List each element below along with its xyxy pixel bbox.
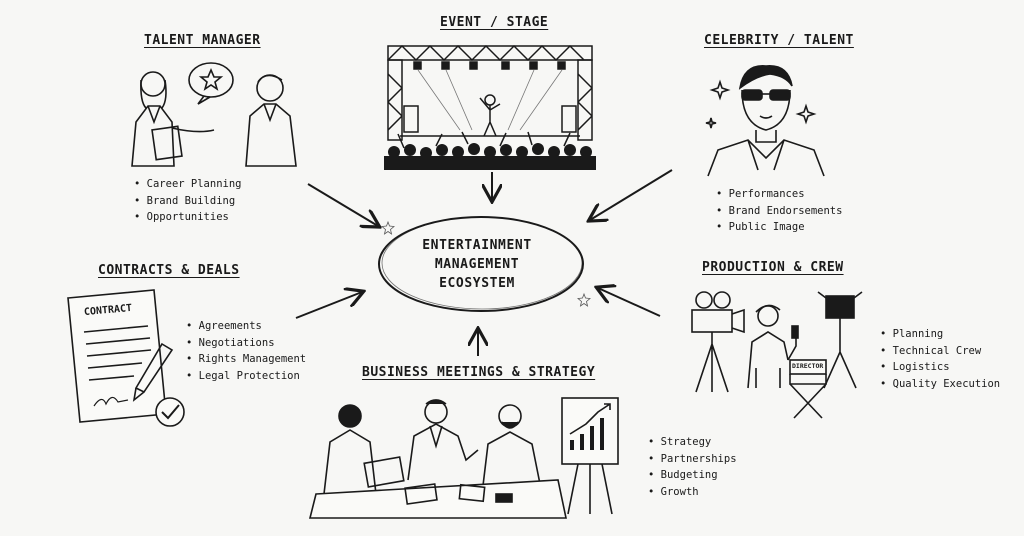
contract-illustration bbox=[67, 289, 185, 427]
celebrity-talent-title: CELEBRITY / TALENT bbox=[704, 33, 854, 48]
chart-icon bbox=[561, 397, 619, 515]
celebrity-illustration bbox=[705, 65, 825, 177]
spotlight-icon bbox=[817, 291, 863, 389]
director-label: DIRECTOR bbox=[792, 362, 824, 370]
sparkle-icon bbox=[709, 79, 731, 101]
list-item: Growth bbox=[648, 484, 737, 501]
arrow-contracts bbox=[295, 292, 362, 319]
business-meetings-list: Strategy Partnerships Budgeting Growth bbox=[648, 434, 737, 500]
center-line-3: ECOSYSTEM bbox=[439, 276, 515, 291]
list-item: Negotiations bbox=[186, 335, 306, 352]
sparkle-icon bbox=[795, 103, 817, 125]
list-item: Partnerships bbox=[648, 451, 737, 468]
list-item: Public Image bbox=[716, 219, 842, 236]
list-item: Strategy bbox=[648, 434, 737, 451]
talent-manager-illustration bbox=[131, 62, 297, 167]
business-meeting-illustration bbox=[308, 397, 619, 519]
business-meetings-title: BUSINESS MEETINGS & STRATEGY bbox=[362, 365, 596, 380]
talent-manager-list: Career Planning Brand Building Opportuni… bbox=[134, 176, 242, 226]
list-item: Brand Building bbox=[134, 193, 241, 210]
arrow-production bbox=[598, 288, 661, 317]
list-item: Career Planning bbox=[134, 176, 242, 193]
sparkle-icon bbox=[705, 117, 717, 129]
list-item: Logistics bbox=[880, 359, 1000, 376]
contracts-deals-title: CONTRACTS & DEALS bbox=[98, 263, 240, 278]
center-line-1: ENTERTAINMENT bbox=[422, 238, 532, 253]
production-crew-list: Planning Technical Crew Logistics Qualit… bbox=[880, 326, 1000, 392]
celebrity-talent-list: Performances Brand Endorsements Public I… bbox=[716, 186, 843, 236]
arrow-talent-manager bbox=[307, 183, 378, 226]
list-item: Budgeting bbox=[648, 467, 737, 484]
event-stage-title: EVENT / STAGE bbox=[440, 15, 549, 30]
production-illustration bbox=[691, 291, 863, 419]
center-ellipse bbox=[378, 216, 584, 312]
list-item: Rights Management bbox=[186, 351, 306, 368]
list-item: Brand Endorsements bbox=[716, 203, 843, 220]
ecosystem-label: ENTERTAINMENT MANAGEMENT ECOSYSTEM bbox=[392, 236, 562, 293]
list-item: Planning bbox=[880, 326, 1000, 343]
production-crew-title: PRODUCTION & CREW bbox=[702, 260, 844, 275]
star-icon bbox=[198, 67, 224, 91]
center-line-2: MANAGEMENT bbox=[434, 257, 520, 272]
camera-icon bbox=[691, 291, 745, 393]
list-item: Technical Crew bbox=[880, 343, 1000, 360]
list-item: Legal Protection bbox=[186, 368, 306, 385]
list-item: Quality Execution bbox=[880, 376, 1000, 393]
list-item: Opportunities bbox=[134, 209, 241, 226]
star-icon bbox=[577, 292, 591, 307]
pen-icon bbox=[132, 342, 174, 402]
arrow-celebrity bbox=[590, 169, 673, 220]
talent-manager-title: TALENT MANAGER bbox=[144, 33, 261, 48]
event-stage-illustration bbox=[384, 44, 596, 170]
list-item: Agreements bbox=[186, 318, 306, 335]
star-icon bbox=[381, 220, 395, 235]
list-item: Performances bbox=[716, 186, 842, 203]
check-icon bbox=[155, 397, 185, 427]
contracts-deals-list: Agreements Negotiations Rights Managemen… bbox=[186, 318, 306, 384]
